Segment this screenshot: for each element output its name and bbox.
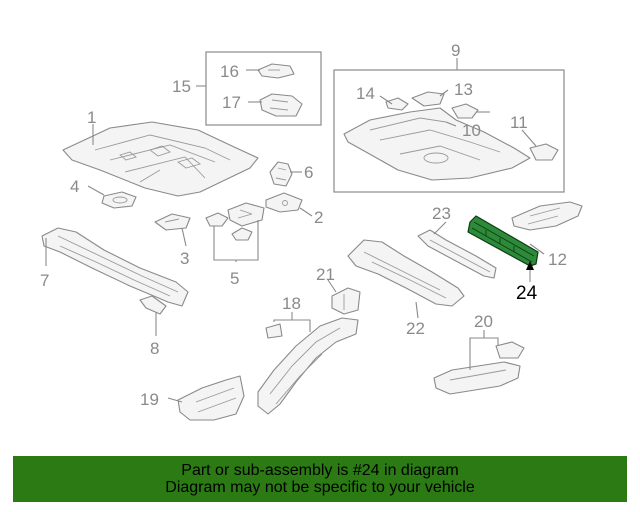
- leader-lines: [45, 58, 545, 403]
- callout-22[interactable]: 22: [406, 319, 425, 338]
- footer-banner: Part or sub-assembly is #24 in diagram D…: [13, 456, 627, 502]
- callout-11[interactable]: 11: [510, 113, 528, 132]
- callout-1[interactable]: 1: [87, 108, 96, 127]
- part-7-rail[interactable]: [41, 227, 189, 307]
- part-8-bracket[interactable]: [139, 295, 167, 315]
- part-3-bracket[interactable]: [154, 213, 191, 231]
- part-17-bracket[interactable]: [259, 93, 303, 117]
- callout-21[interactable]: 21: [316, 265, 335, 284]
- part-13-bracket[interactable]: [411, 91, 445, 107]
- callout-13[interactable]: 13: [454, 80, 473, 99]
- part-1-floor-pan[interactable]: [62, 121, 259, 197]
- part-10-rear-floor[interactable]: [343, 107, 531, 181]
- callout-17[interactable]: 17: [222, 93, 241, 112]
- group-box-9: [333, 69, 565, 193]
- part-20-rail[interactable]: [433, 361, 521, 395]
- callout-18[interactable]: 18: [282, 294, 301, 313]
- part-23-crossmember[interactable]: [417, 229, 497, 279]
- part-16-bracket[interactable]: [257, 63, 295, 79]
- part-6-bracket[interactable]: [269, 161, 293, 187]
- callout-8[interactable]: 8: [150, 339, 159, 358]
- callout-19[interactable]: 19: [140, 390, 159, 409]
- part-22-rear-rail[interactable]: [347, 239, 465, 307]
- parts-diagram: 1 2 3 4 5 6 7 8 9 10 11 12 13 14 15 16 1…: [40, 41, 583, 421]
- callout-14[interactable]: 14: [356, 84, 375, 103]
- part-21-bracket[interactable]: [331, 287, 361, 315]
- part-2-bracket[interactable]: [265, 192, 303, 213]
- callout-3[interactable]: 3: [180, 249, 189, 268]
- callout-16[interactable]: 16: [220, 62, 239, 81]
- callout-24-highlighted[interactable]: 24: [516, 283, 538, 304]
- part-5-brackets[interactable]: [205, 202, 265, 241]
- part-13b-bracket[interactable]: [451, 103, 479, 119]
- callout-2[interactable]: 2: [314, 208, 323, 227]
- part-14-bracket[interactable]: [385, 97, 409, 111]
- callout-10[interactable]: 10: [462, 121, 481, 140]
- part-11-bracket[interactable]: [529, 143, 559, 161]
- callout-12[interactable]: 12: [548, 250, 567, 269]
- callout-labels: 1 2 3 4 5 6 7 8 9 10 11 12 13 14 15 16 1…: [40, 41, 567, 409]
- part-18-bracket[interactable]: [265, 323, 283, 339]
- part-4-floor-patch[interactable]: [101, 191, 137, 209]
- part-20-bracket-small[interactable]: [495, 341, 525, 359]
- callout-20[interactable]: 20: [474, 312, 493, 331]
- part-12-bracket[interactable]: [511, 201, 583, 231]
- callout-4[interactable]: 4: [70, 177, 79, 196]
- callout-9[interactable]: 9: [451, 41, 460, 60]
- callout-6[interactable]: 6: [304, 163, 313, 182]
- callout-7[interactable]: 7: [40, 271, 49, 290]
- part-24-crossmember-highlighted[interactable]: [467, 215, 539, 267]
- callout-5[interactable]: 5: [230, 269, 239, 288]
- callout-15[interactable]: 15: [172, 77, 191, 96]
- part-19-bracket[interactable]: [177, 375, 245, 421]
- group-box-15: [205, 51, 322, 126]
- footer-line-2: Diagram may not be specific to your vehi…: [165, 479, 475, 496]
- callout-23[interactable]: 23: [432, 204, 451, 223]
- part-18-rail[interactable]: [257, 317, 359, 415]
- footer-line-1: Part or sub-assembly is #24 in diagram: [181, 462, 459, 479]
